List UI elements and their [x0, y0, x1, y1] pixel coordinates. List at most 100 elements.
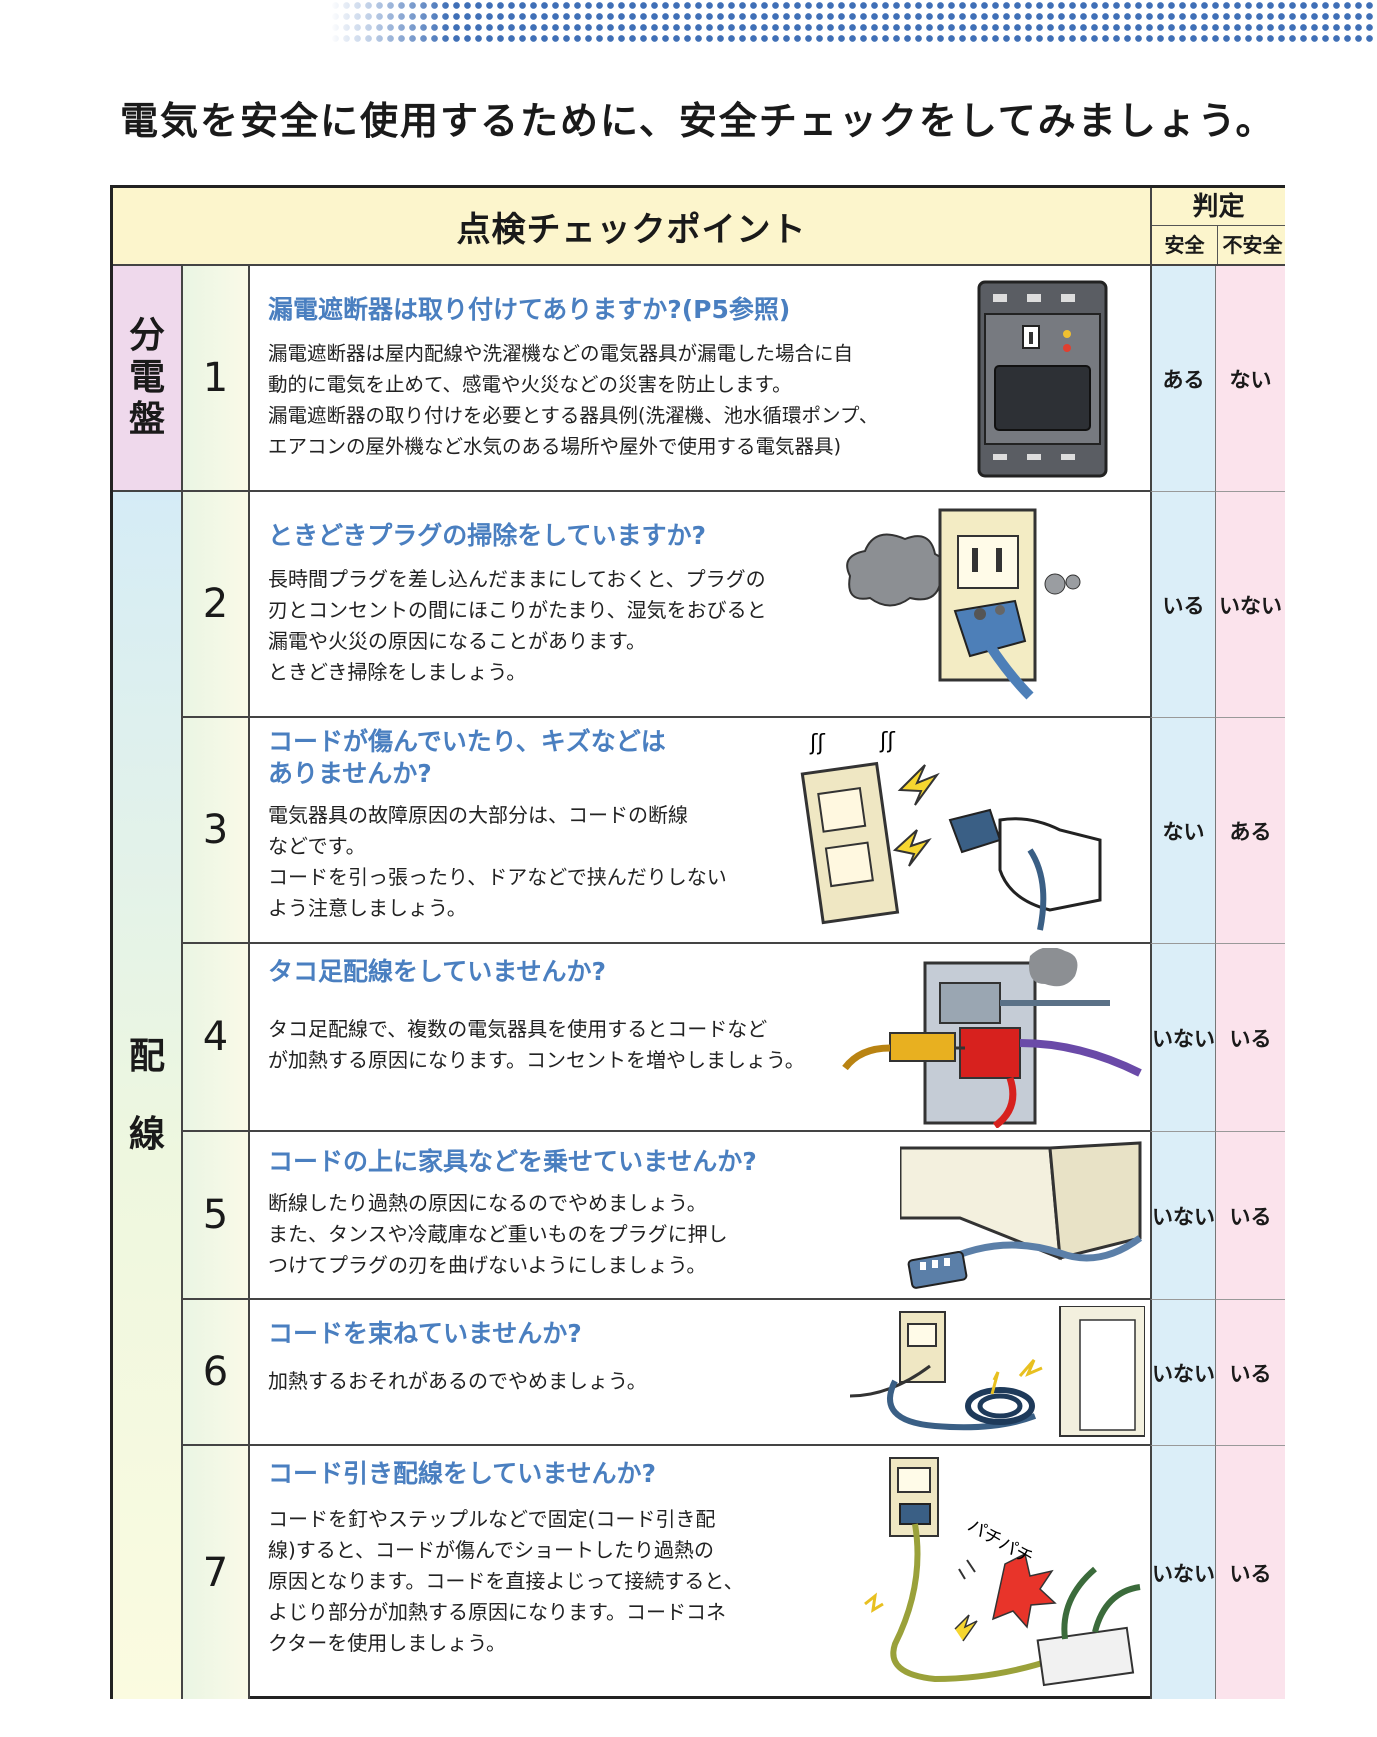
row-question: ときどきプラグの掃除をしていますか?	[268, 521, 707, 550]
row-number: 2	[183, 492, 250, 716]
row-body: タコ足配線で、複数の電気器具を使用するとコードなど が加熱する原因になります。コ…	[268, 1014, 805, 1076]
body-line: クターを使用しましょう。	[268, 1631, 506, 1655]
row-question: コードが傷んでいたり、キズなどは ありませんか?	[268, 726, 666, 790]
body-line: 原因となります。コードを直接よじって接続すると、	[268, 1569, 744, 1593]
body-line: が加熱する原因になります。コンセントを増やしましょう。	[268, 1048, 805, 1072]
unsafe-answer: いる	[1216, 1300, 1285, 1446]
body-line: 電気器具の故障原因の大部分は、コードの断線	[268, 803, 688, 827]
safe-answer: いない	[1150, 1446, 1216, 1699]
table-row: 4 タコ足配線をしていませんか? タコ足配線で、複数の電気器具を使用するとコード…	[183, 944, 1150, 1132]
breaker-illustration	[977, 280, 1108, 478]
body-line: 断線したり過熱の原因になるのでやめましょう。	[268, 1191, 707, 1215]
category-char: 分	[128, 315, 165, 356]
row-body: コードを釘やステップルなどで固定(コード引き配 線)すると、コードが傷んでショー…	[268, 1504, 744, 1659]
body-line: よじり部分が加熱する原因になります。コードコネ	[268, 1600, 726, 1624]
row-question: 漏電遮断器は取り付けてありますか?(P5参照)	[268, 295, 791, 324]
body-line: 刃とコンセントの間にほこりがたまり、湿気をおびると	[268, 598, 767, 622]
category-char: 配	[128, 1035, 165, 1077]
safe-answer: いる	[1150, 492, 1216, 718]
octopus-wiring-illustration	[842, 948, 1142, 1128]
question-line: ありませんか?	[268, 759, 432, 788]
row-body: 長時間プラグを差し込んだままにしておくと、プラグの 刃とコンセントの間にほこりが…	[268, 564, 767, 688]
row-question: コードの上に家具などを乗せていませんか?	[268, 1147, 757, 1176]
safe-column-header: 安全	[1152, 226, 1218, 264]
svg-text:ʃʃ: ʃʃ	[809, 731, 825, 756]
safe-answer: ない	[1150, 718, 1216, 944]
row-content: タコ足配線をしていませんか? タコ足配線で、複数の電気器具を使用するとコードなど…	[250, 944, 1150, 1130]
body-line: 漏電遮断器は屋内配線や洗濯機などの電気器具が漏電した場合に自	[268, 342, 854, 365]
bundled-cord-illustration	[850, 1306, 1145, 1437]
row-content: コード引き配線をしていませんか? コードを釘やステップルなどで固定(コード引き配…	[250, 1446, 1150, 1699]
body-line: 加熱するおそれがあるのでやめましょう。	[268, 1369, 647, 1393]
table-row: 3 コードが傷んでいたり、キズなどは ありませんか? 電気器具の故障原因の大部分…	[183, 718, 1150, 944]
row-number: 3	[183, 718, 250, 942]
dusty-plug-illustration	[846, 508, 1081, 700]
table-title: 点検チェックポイント	[456, 209, 807, 250]
table-header: 点検チェックポイント	[113, 188, 1150, 266]
row-number: 4	[183, 944, 250, 1130]
unsafe-column-header: 不安全	[1222, 233, 1283, 257]
row-content: 漏電遮断器は取り付けてありますか?(P5参照) 漏電遮断器は屋内配線や洗濯機など…	[250, 266, 1150, 490]
category-char: 線	[128, 1113, 165, 1155]
row-number: 7	[183, 1446, 250, 1699]
safe-answer: いない	[1150, 1132, 1216, 1300]
body-line: コードを釘やステップルなどで固定(コード引き配	[268, 1507, 716, 1531]
body-line: 漏電や火災の原因になることがあります。	[268, 629, 646, 653]
body-line: 漏電遮断器の取り付けを必要とする器具例(洗濯機、池水循環ポンプ、	[268, 404, 879, 427]
body-line: 長時間プラグを差し込んだままにしておくと、プラグの	[268, 567, 766, 591]
row-number: 1	[183, 266, 250, 490]
unsafe-answer: いる	[1216, 1132, 1285, 1300]
unsafe-answer: ない	[1216, 266, 1285, 492]
category-distribution-board: 分 電 盤	[113, 266, 183, 492]
row-body: 断線したり過熱の原因になるのでやめましょう。 また、タンスや冷蔵庫など重いものを…	[268, 1188, 728, 1281]
table-row: 7 コード引き配線をしていませんか? コードを釘やステップルなどで固定(コード引…	[183, 1446, 1150, 1699]
safe-answer: ある	[1150, 266, 1216, 492]
body-line: 動的に電気を止めて、感電や火災などの災害を防止します。	[268, 373, 792, 396]
furniture-on-cord-illustration	[900, 1141, 1143, 1289]
unsafe-answer: ある	[1216, 718, 1285, 944]
question-line: コードが傷んでいたり、キズなどは	[268, 727, 666, 756]
category-char: 電	[128, 357, 165, 398]
table-row: 1 漏電遮断器は取り付けてありますか?(P5参照) 漏電遮断器は屋内配線や洗濯機…	[183, 266, 1150, 492]
unsafe-answer: いる	[1216, 1446, 1285, 1699]
body-line: つけてプラグの刃を曲げないようにしましょう。	[268, 1253, 707, 1277]
row-body: 加熱するおそれがあるのでやめましょう。	[268, 1366, 647, 1397]
unsafe-answer: いない	[1216, 492, 1285, 718]
body-line: 線)すると、コードが傷んでショートしたり過熱の	[268, 1538, 715, 1562]
judgement-header: 判定 安全 不安全	[1150, 188, 1285, 266]
table-row: 2 ときどきプラグの掃除をしていますか? 長時間プラグを差し込んだままにしておく…	[183, 492, 1150, 718]
row-content: コードが傷んでいたり、キズなどは ありませんか? 電気器具の故障原因の大部分は、…	[250, 718, 1150, 942]
row-content: コードを束ねていませんか? 加熱するおそれがあるのでやめましょう。	[250, 1300, 1150, 1444]
body-line: よう注意しましょう。	[268, 896, 467, 920]
safe-answer: いない	[1150, 1300, 1216, 1446]
row-question: コードを束ねていませんか?	[268, 1319, 582, 1348]
category-wiring: 配 線	[113, 492, 183, 1699]
row-number: 5	[183, 1132, 250, 1298]
body-line: ときどき掃除をしましょう。	[268, 660, 527, 684]
table-row: 5 コードの上に家具などを乗せていませんか? 断線したり過熱の原因になるのでやめ…	[183, 1132, 1150, 1300]
sound-effect-text: パチパチ	[964, 1515, 1037, 1569]
stapled-cord-illustration: パチパチ	[864, 1457, 1141, 1687]
unsafe-answer: いる	[1216, 944, 1285, 1132]
pulled-cord-illustration: ʃʃ ʃʃ	[800, 730, 1102, 931]
row-body: 電気器具の故障原因の大部分は、コードの断線 などです。 コードを引っ張ったり、ド…	[268, 800, 727, 924]
judgement-title: 判定	[1152, 188, 1285, 226]
row-content: コードの上に家具などを乗せていませんか? 断線したり過熱の原因になるのでやめまし…	[250, 1132, 1150, 1298]
body-line: エアコンの屋外機など水気のある場所や屋外で使用する電気器具)	[268, 435, 842, 458]
body-line: などです。	[268, 834, 366, 858]
safe-answer: いない	[1150, 944, 1216, 1132]
body-line: また、タンスや冷蔵庫など重いものをプラグに押し	[268, 1222, 728, 1246]
dot-band-fade	[330, 0, 450, 44]
category-char: 盤	[128, 399, 165, 440]
body-line: タコ足配線で、複数の電気器具を使用するとコードなど	[268, 1017, 768, 1041]
check-table: 点検チェックポイント 判定 安全 不安全 分 電 盤 配 線 1 漏電遮断器は取…	[110, 185, 1285, 1699]
page-heading: 電気を安全に使用するために、安全チェックをしてみましょう。	[120, 99, 1276, 143]
row-number: 6	[183, 1300, 250, 1444]
table-row: 6 コードを束ねていませんか? 加熱するおそれがあるのでやめましょう。	[183, 1300, 1150, 1446]
body-line: コードを引っ張ったり、ドアなどで挟んだりしない	[268, 865, 727, 889]
row-question: タコ足配線をしていませんか?	[268, 957, 607, 986]
decorative-dot-band	[330, 0, 1377, 44]
row-body: 漏電遮断器は屋内配線や洗濯機などの電気器具が漏電した場合に自 動的に電気を止めて…	[268, 338, 878, 462]
row-question: コード引き配線をしていませんか?	[268, 1459, 657, 1488]
svg-text:ʃʃ: ʃʃ	[879, 730, 895, 754]
